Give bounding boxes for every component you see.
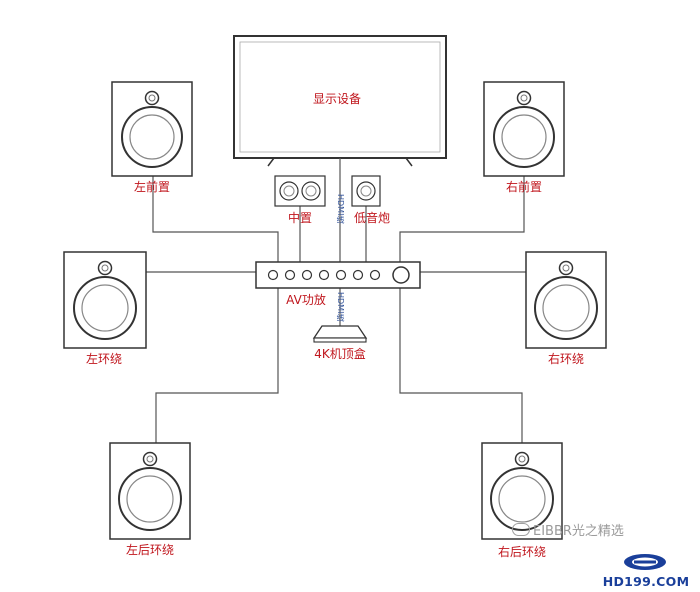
site-logo: HD199.COM — [596, 552, 696, 590]
logo-icon — [624, 554, 666, 570]
hdmi-label-upper: HDMI线 — [336, 194, 345, 224]
watermark: EIBBR光之精选 — [512, 520, 624, 539]
display-screen — [233, 35, 447, 167]
surround-left-label: 左环绕 — [85, 352, 123, 366]
receiver-label: AV功放 — [286, 293, 326, 307]
speaker-front-left — [111, 81, 193, 177]
speaker-rear-right — [481, 442, 563, 540]
subwoofer-label: 低音炮 — [354, 211, 391, 225]
center-label: 中置 — [287, 211, 313, 225]
speaker-wires — [146, 158, 526, 443]
set-top-box-label: 4K机顶盒 — [314, 347, 366, 361]
speaker-surround-right — [525, 251, 607, 349]
av-receiver — [255, 261, 421, 289]
display-label: 显示设备 — [313, 92, 362, 106]
logo-text: HD199.COM — [602, 574, 690, 589]
surround-right-label: 右环绕 — [547, 352, 585, 366]
rear-left-label: 左后环绕 — [125, 543, 175, 557]
front-left-label: 左前置 — [133, 180, 171, 194]
speaker-surround-left — [63, 251, 147, 349]
watermark-text: EIBBR光之精选 — [533, 524, 624, 539]
speaker-rear-left — [109, 442, 191, 540]
wechat-icon — [512, 523, 530, 536]
front-right-label: 右前置 — [505, 180, 543, 194]
rear-right-label: 右后环绕 — [497, 545, 547, 559]
speaker-front-right — [483, 81, 565, 177]
set-top-box — [312, 325, 368, 343]
speaker-center — [274, 175, 326, 207]
speaker-subwoofer — [351, 175, 381, 207]
hdmi-label-lower: HDMI线 — [336, 292, 345, 322]
